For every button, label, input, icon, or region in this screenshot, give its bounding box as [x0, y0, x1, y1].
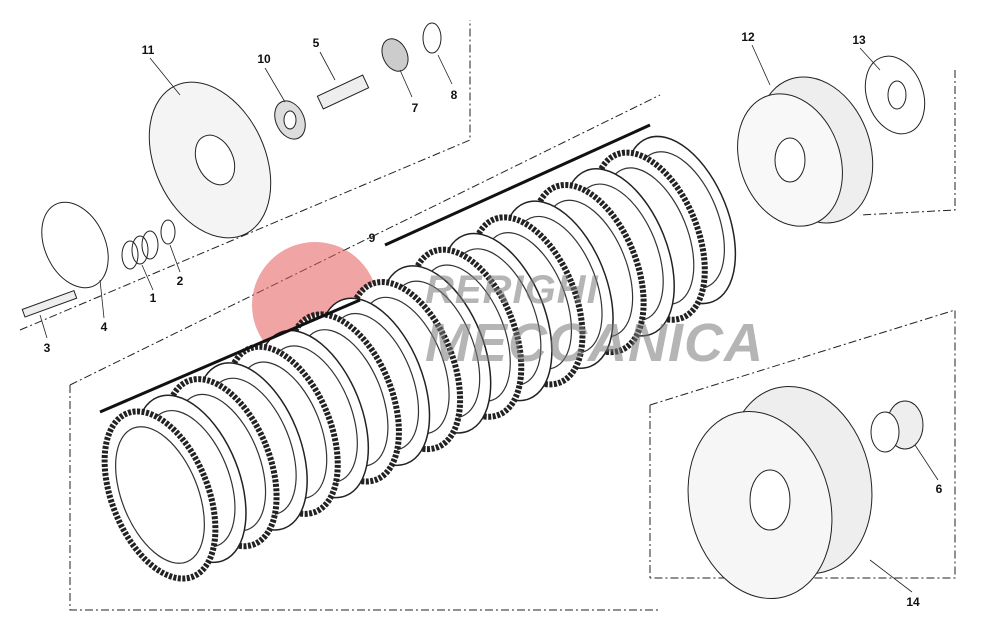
callout-13: 13 [852, 33, 866, 47]
clutch-basket-14 [687, 385, 873, 600]
bearing-10 [274, 100, 306, 140]
callout-4: 4 [100, 320, 108, 334]
plate-inner-edge [115, 426, 205, 564]
washer-13 [864, 55, 926, 135]
watermark-line2: MECCANICA [425, 313, 764, 373]
spring-1 [121, 230, 159, 270]
clutch-hub-12 [737, 76, 874, 227]
clutch-plate-stack [101, 135, 737, 582]
callout-12: 12 [741, 30, 755, 44]
callout-6: 6 [935, 482, 943, 496]
leader-lines [39, 44, 939, 593]
callout-10: 10 [257, 52, 271, 66]
watermark-line1: RERIGHI [425, 268, 599, 312]
callout-7: 7 [411, 101, 419, 115]
nut-7 [381, 38, 409, 72]
cover-4 [41, 201, 109, 289]
callout-8: 8 [450, 88, 458, 102]
callout-2: 2 [176, 274, 184, 288]
friction-plate [101, 408, 219, 582]
pushrod-5 [316, 74, 370, 110]
callout-5: 5 [312, 36, 320, 50]
bushing-6 [870, 400, 924, 453]
callout-1: 1 [149, 291, 157, 305]
callout-3: 3 [43, 341, 51, 355]
callout-9: 9 [368, 231, 376, 245]
callout-11: 11 [141, 43, 155, 57]
bolt-3 [21, 290, 78, 318]
washer-2 [160, 219, 176, 245]
bracket-line [99, 123, 651, 414]
callout-14: 14 [906, 595, 920, 609]
washer-8 [422, 22, 442, 54]
pressure-plate-11 [148, 81, 272, 239]
